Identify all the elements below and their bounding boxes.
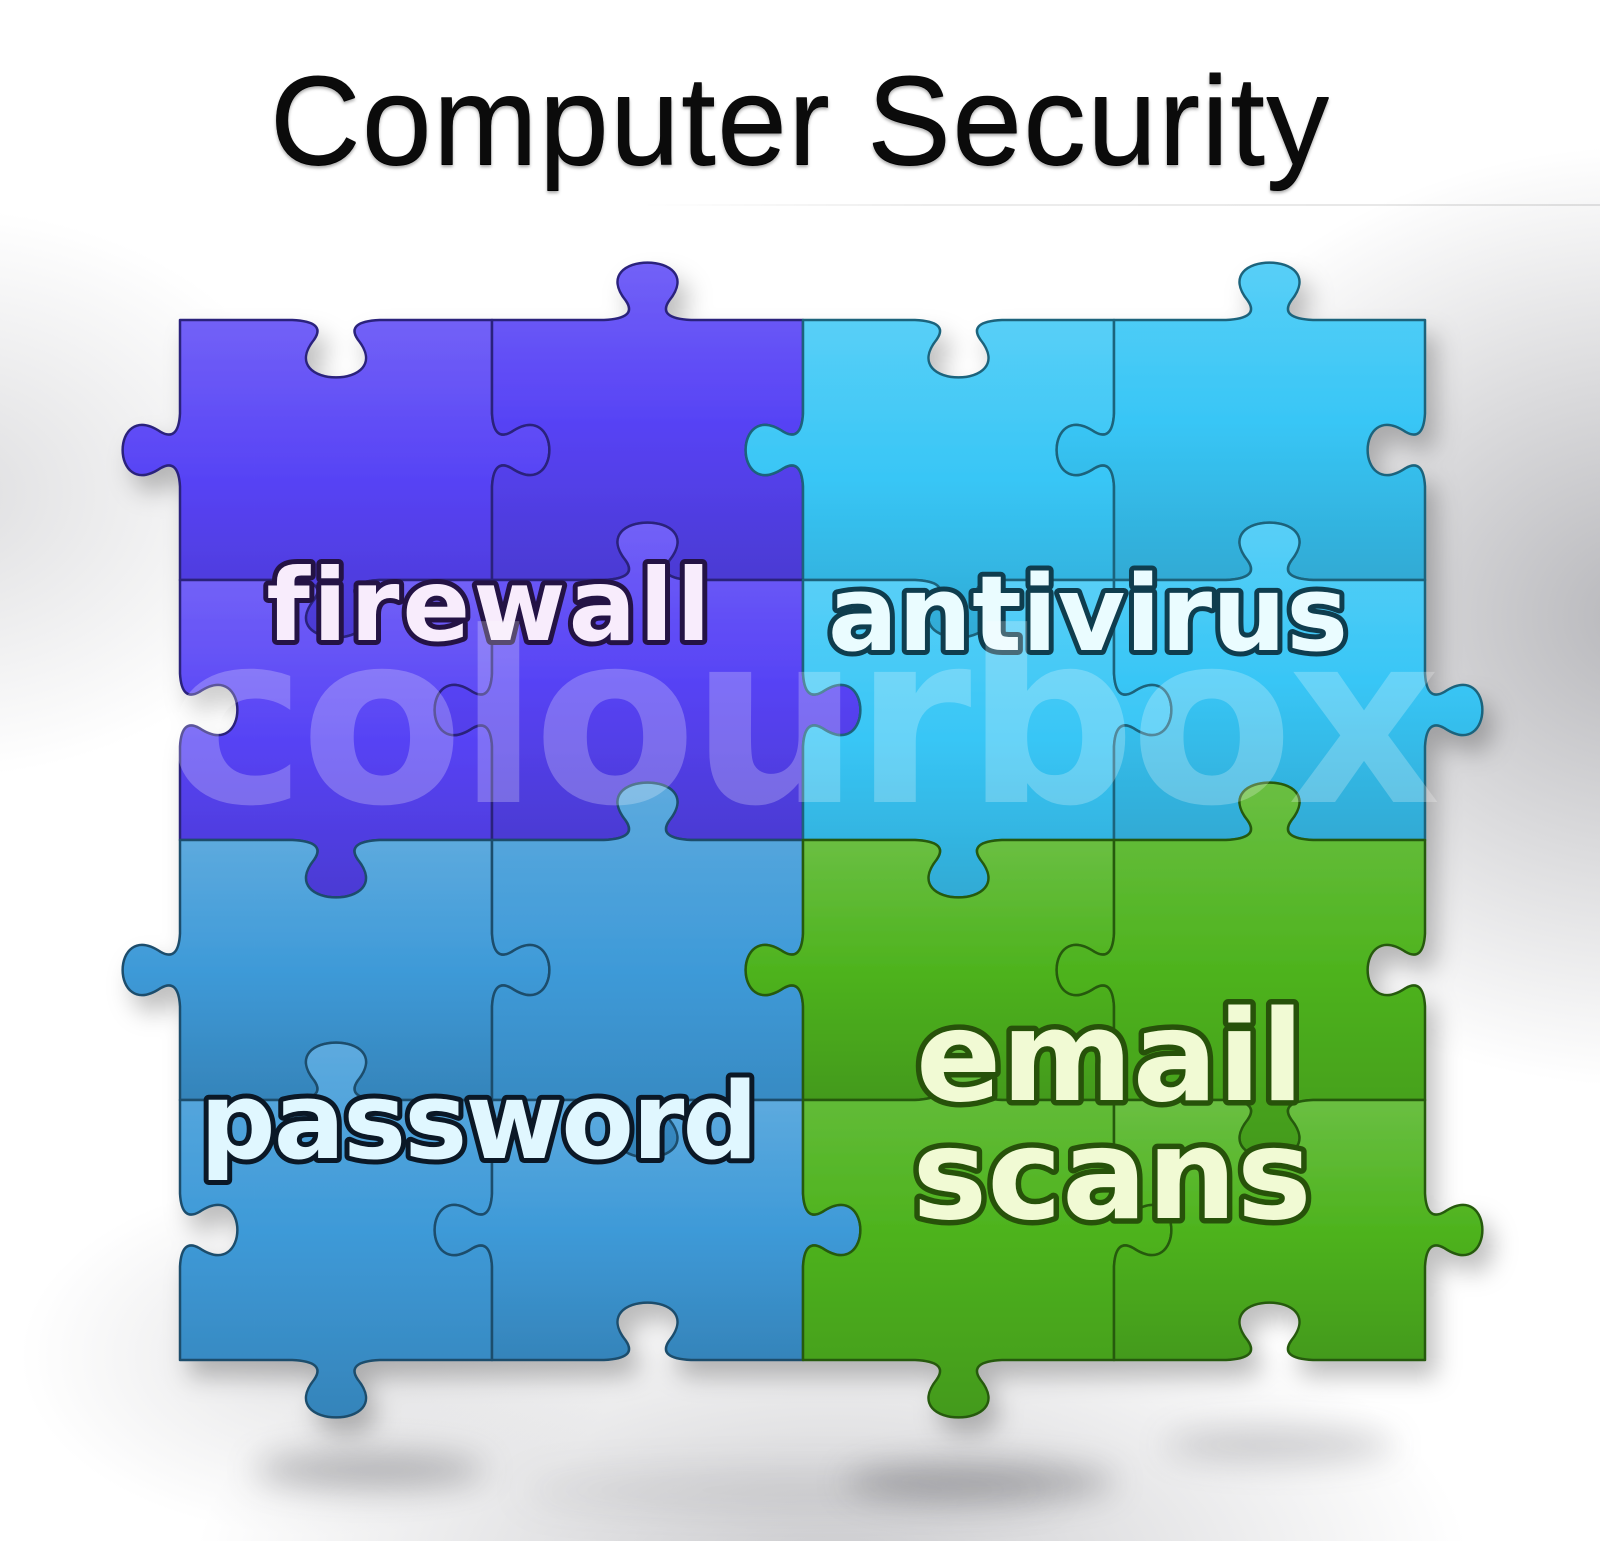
label-antivirus: antivirus: [828, 553, 1348, 675]
label-email-scans-line1: email: [916, 983, 1304, 1130]
floor-reflection-line: [640, 204, 1600, 206]
floor-shadow: [255, 1452, 485, 1488]
floor-shadow: [1165, 1428, 1395, 1462]
floor-shadow: [520, 1475, 1060, 1505]
label-password: password: [200, 1060, 757, 1183]
floor-shadow: [845, 1462, 1115, 1502]
page-title: Computer Security: [269, 50, 1331, 191]
label-email-scans-line2: scans: [912, 1101, 1311, 1248]
puzzle-piece-r3c3-email-scans: [1112, 1098, 1484, 1362]
label-firewall: firewall: [266, 547, 713, 664]
